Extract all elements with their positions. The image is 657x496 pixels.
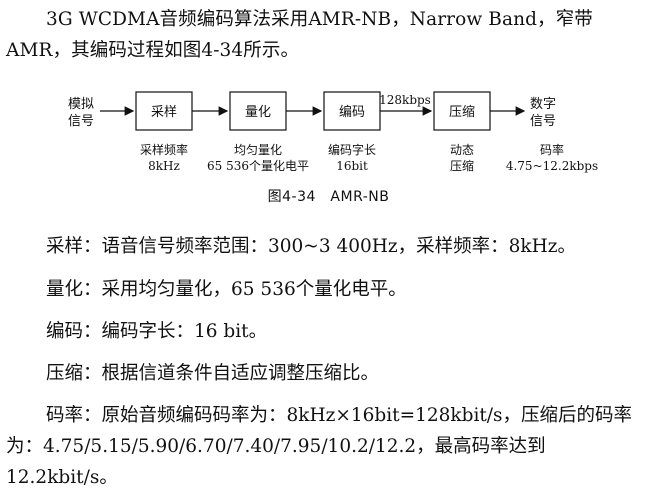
bitrate-arrow-label: 128kbps xyxy=(379,93,431,107)
figure-caption: 图4-34 AMR-NB xyxy=(267,189,390,205)
encoding-caption-line1: 编码字长 xyxy=(328,142,376,157)
output-caption-line2: 4.75~12.2kbps xyxy=(506,159,598,173)
compression-caption-line1: 动态 xyxy=(450,143,474,157)
input-label-line2: 信号 xyxy=(68,114,94,129)
sampling-caption-line1: 采样频率 xyxy=(140,142,188,157)
output-label-line1: 数字 xyxy=(530,97,556,112)
amr-nb-encoding-diagram: 模拟 信号 采样 量化 编码 128kbps 压缩 数字 信号 采样频率 8kH… xyxy=(68,91,598,173)
output-caption-line1: 码率 xyxy=(540,142,564,157)
intro-paragraph: 3G WCDMA音频编码算法采用AMR-NB，Narrow Band，窄带AMR… xyxy=(6,9,593,61)
compression-caption-line2: 压缩 xyxy=(450,158,474,173)
encoding-block xyxy=(323,91,381,131)
sampling-item: 采样：语音信号频率范围：300~3 400Hz，采样频率：8kHz。 xyxy=(46,236,577,257)
quantization-block-label: 量化 xyxy=(245,105,271,120)
output-label-line2: 信号 xyxy=(530,114,556,129)
quantization-caption-line1: 均匀量化 xyxy=(234,143,282,157)
bitrate-item: 码率：原始音频编码码率为：8kHz×16bit=128kbit/s，压缩后的码率… xyxy=(6,405,633,488)
compression-block xyxy=(433,91,491,131)
encoding-caption-line2: 16bit xyxy=(336,159,368,173)
quantization-item: 量化：采用均匀量化，65 536个量化电平。 xyxy=(46,279,407,300)
encoding-item: 编码：编码字长：16 bit。 xyxy=(46,321,268,342)
compression-block-label: 压缩 xyxy=(449,104,475,120)
encoding-block-label: 编码 xyxy=(339,105,365,120)
compression-item: 压缩：根据信道条件自适应调整压缩比。 xyxy=(46,363,380,384)
sampling-block-label: 采样 xyxy=(151,105,177,120)
sampling-caption-line2: 8kHz xyxy=(148,159,180,173)
input-label-line1: 模拟 xyxy=(68,97,94,112)
quantization-caption-line2: 65 536个量化电平 xyxy=(207,159,309,173)
quantization-block xyxy=(229,91,287,131)
